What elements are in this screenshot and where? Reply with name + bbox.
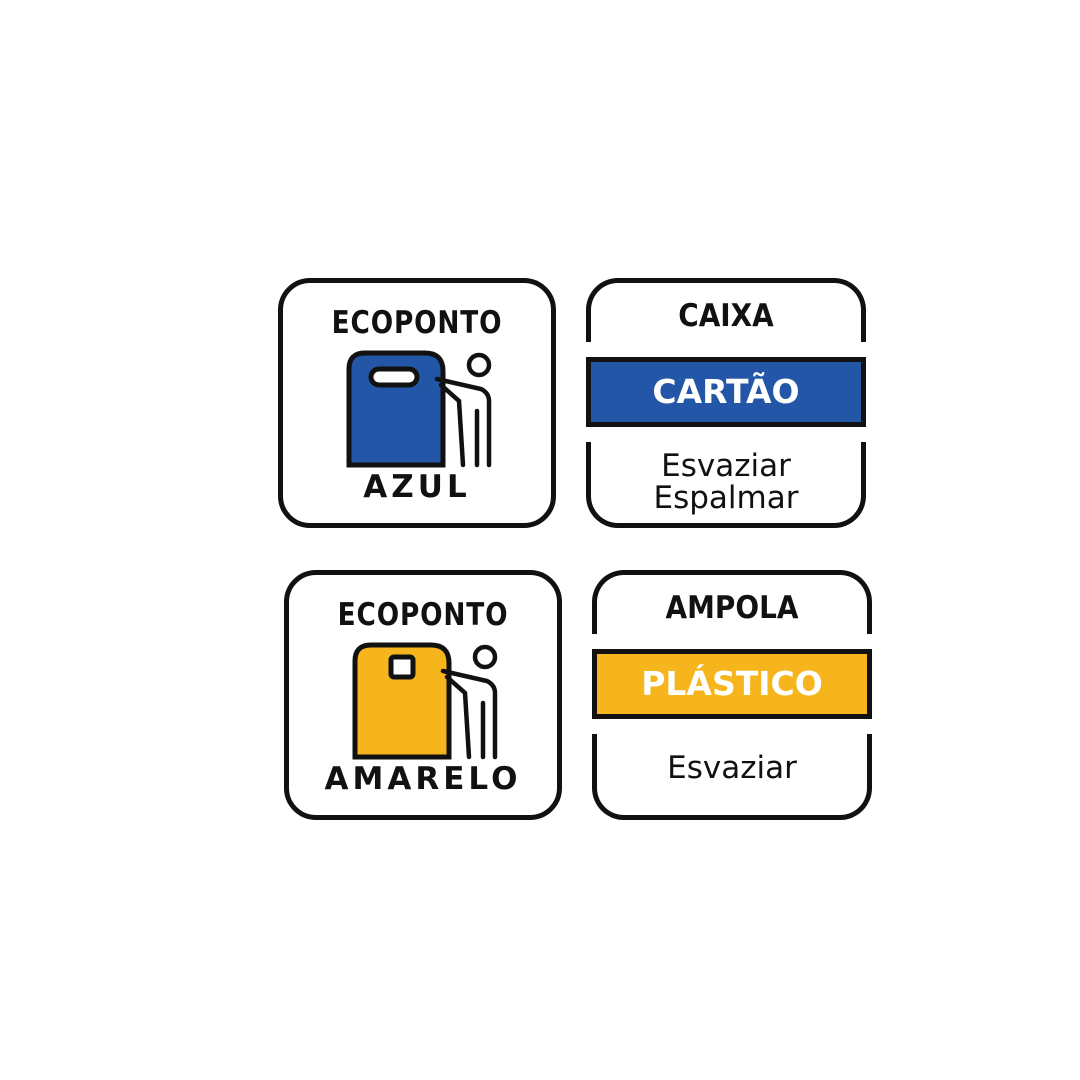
yellow-recycling-bin-icon <box>352 642 498 760</box>
card-title: ECOPONTO <box>337 597 509 633</box>
blue-recycling-bin-icon <box>346 350 492 468</box>
ecoponto-amarelo-card: ECOPONTO AMARELO <box>284 570 562 820</box>
object-label: AMPOLA <box>665 590 799 626</box>
card-bottom-border <box>592 734 872 820</box>
card-top-border <box>586 278 866 342</box>
instruction: Esvaziar <box>661 448 791 484</box>
card-title: ECOPONTO <box>331 305 503 341</box>
instruction: Espalmar <box>653 480 799 516</box>
ecoponto-azul-card: ECOPONTO AZUL <box>278 278 556 528</box>
ampola-plastico-card: AMPOLA PLÁSTICO Esvaziar <box>592 570 872 820</box>
object-label: CAIXA <box>678 298 774 334</box>
bin-color-label: AZUL <box>363 469 471 505</box>
material-band: CARTÃO <box>586 357 866 427</box>
caixa-cartao-card: CAIXA CARTÃO Esvaziar Espalmar <box>586 278 866 528</box>
material-band: PLÁSTICO <box>592 649 872 719</box>
bin-color-label: AMARELO <box>324 761 522 797</box>
instruction: Esvaziar <box>667 750 797 786</box>
card-bottom-border <box>586 442 866 528</box>
card-top-border <box>592 570 872 634</box>
